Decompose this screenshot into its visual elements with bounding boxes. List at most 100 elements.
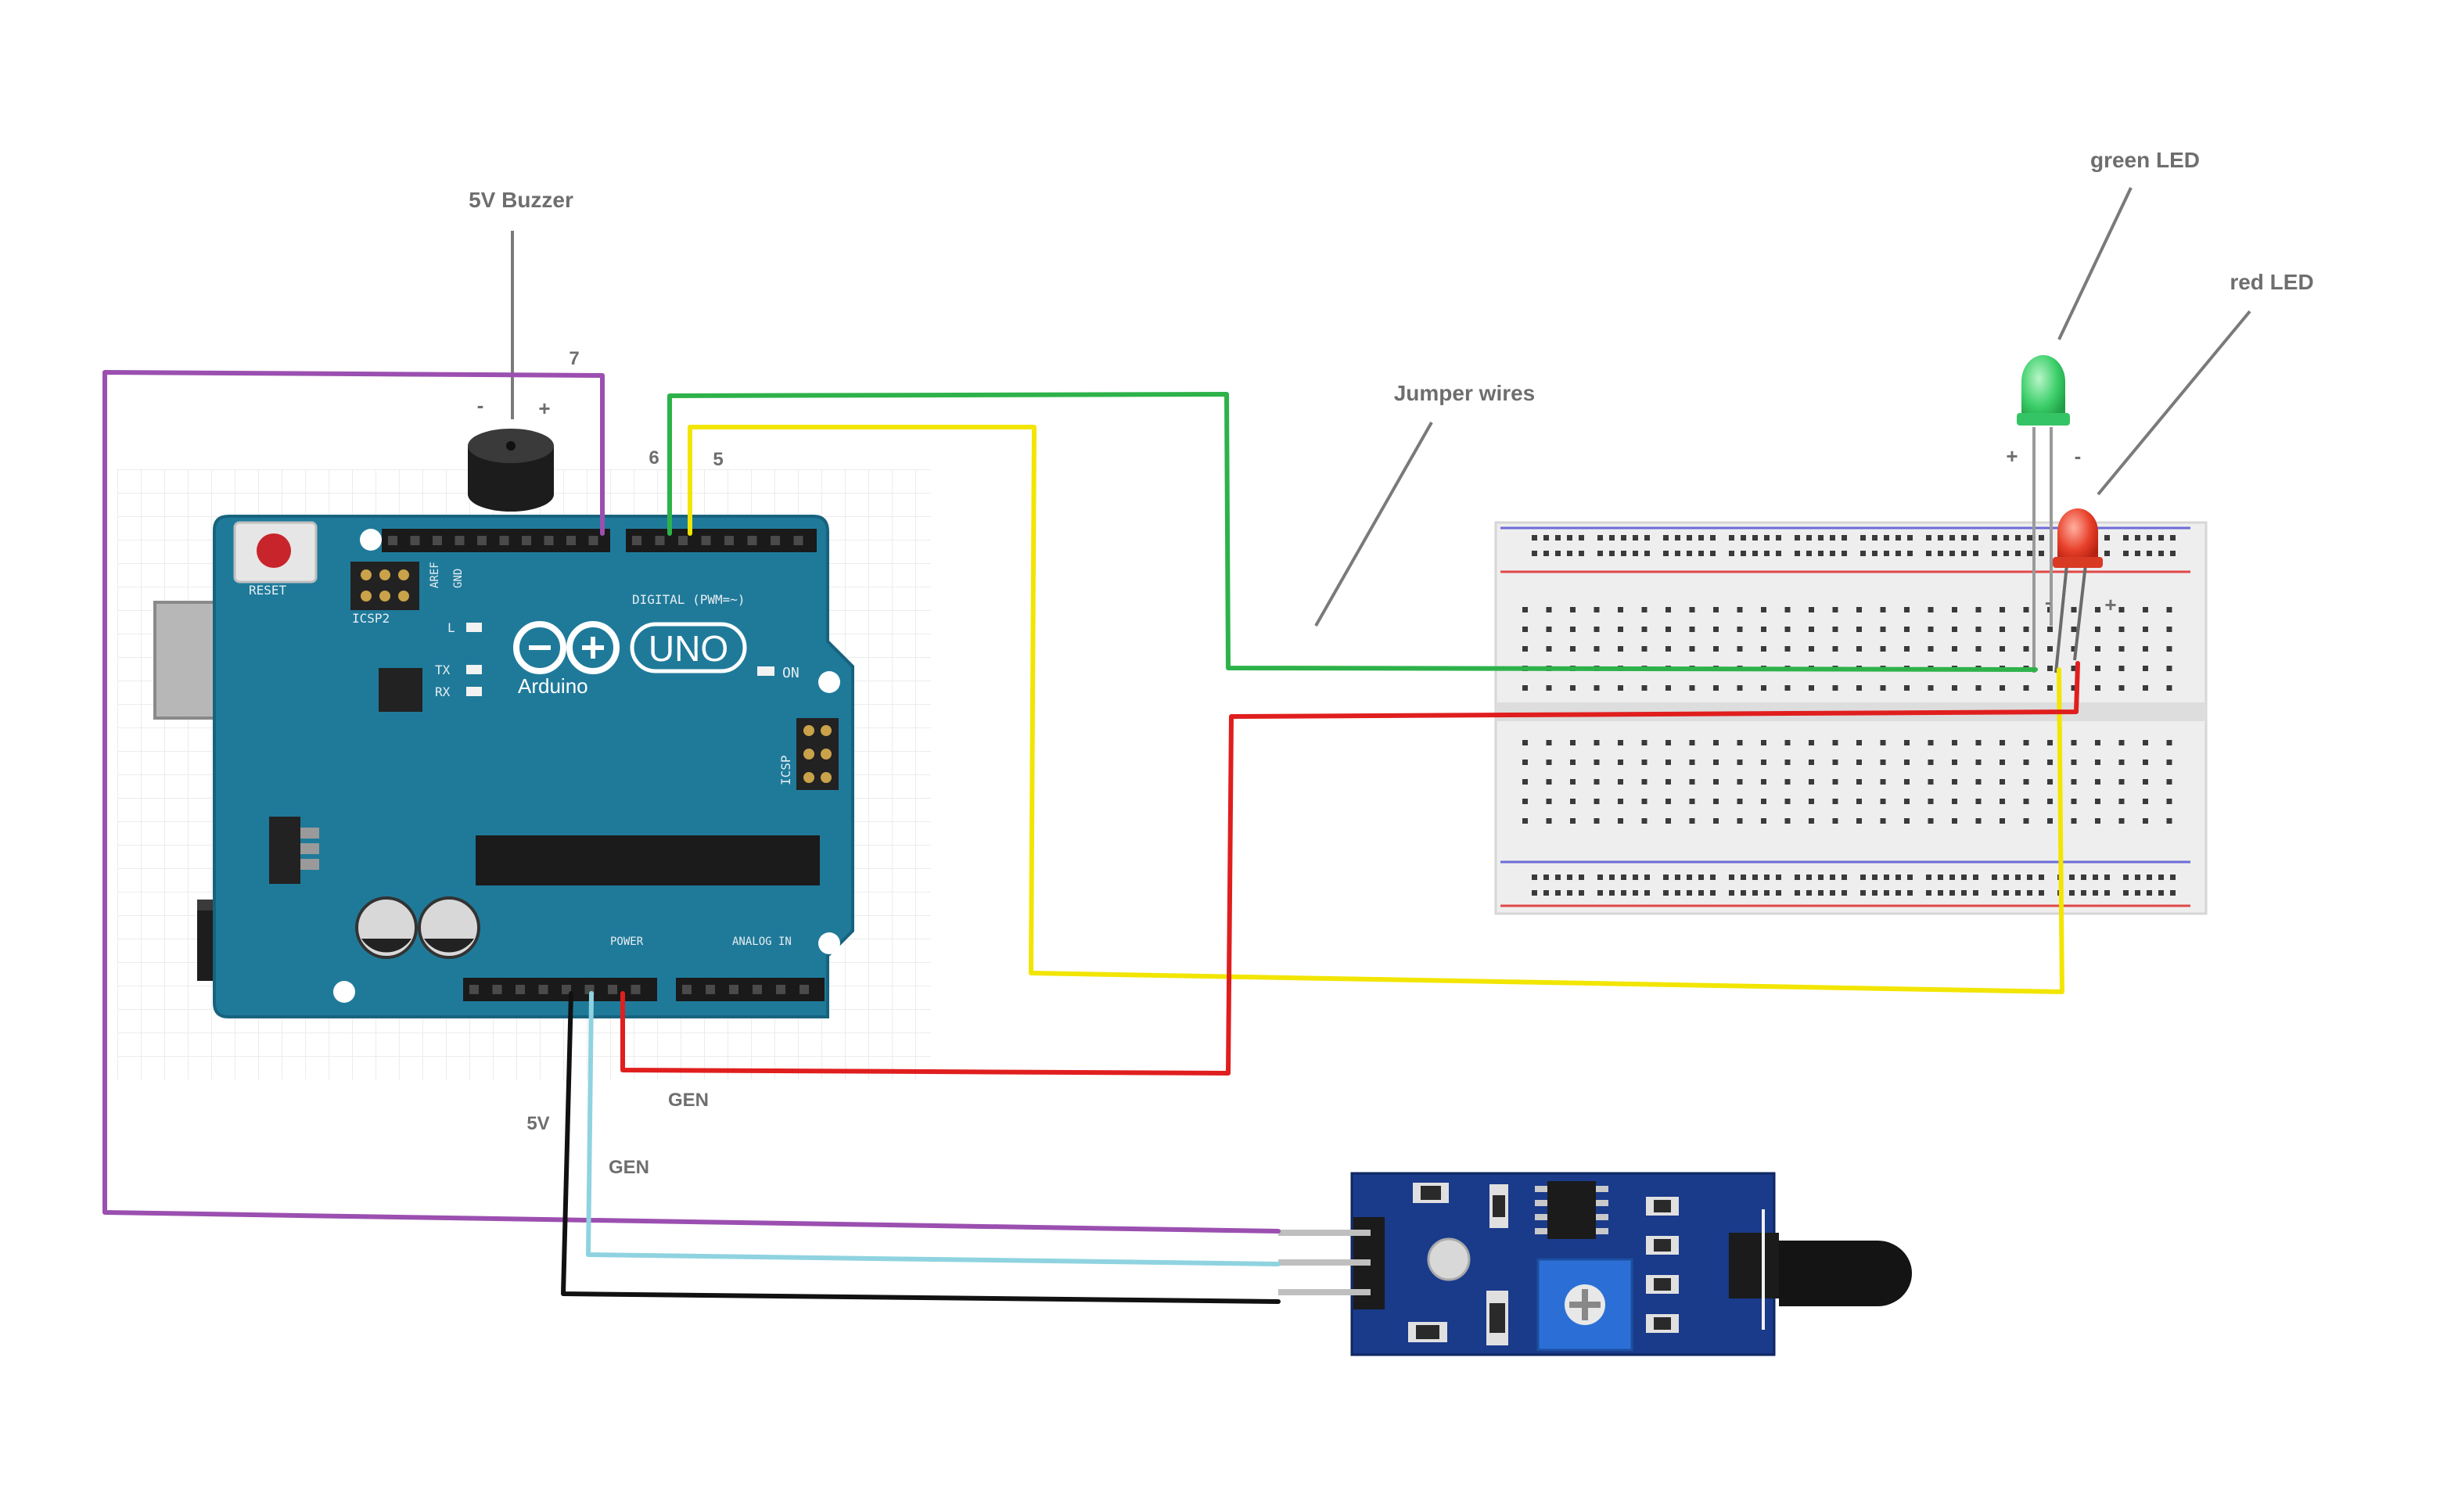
- breadboard-hole: [1737, 760, 1743, 765]
- breadboard-hole: [2003, 551, 2009, 556]
- breadboard-hole: [1594, 779, 1600, 785]
- breadboard-hole: [1665, 740, 1671, 745]
- breadboard-hole: [1665, 646, 1671, 652]
- breadboard-hole: [1633, 551, 1638, 556]
- breadboard-hole: [1973, 890, 1978, 896]
- breadboard-hole: [1784, 760, 1791, 765]
- breadboard-hole: [1949, 535, 1955, 541]
- breadboard-hole: [1842, 890, 1847, 896]
- breadboard-hole: [1842, 875, 1847, 880]
- breadboard-hole: [1713, 799, 1719, 804]
- breadboard-hole: [1880, 799, 1886, 804]
- breadboard-hole: [1618, 607, 1623, 612]
- breadboard-hole: [1856, 799, 1862, 804]
- reset-button[interactable]: [233, 521, 318, 584]
- breadboard-hole: [2071, 740, 2077, 745]
- breadboard-hole: [1952, 607, 1957, 612]
- header-pin: [492, 985, 502, 994]
- icsp-label: ICSP: [778, 755, 793, 785]
- breadboard-hole: [2170, 551, 2176, 556]
- header-pin: [522, 536, 531, 545]
- breadboard-hole: [1809, 685, 1814, 691]
- breadboard-hole: [2047, 646, 2053, 652]
- breadboard-hole: [2166, 760, 2172, 765]
- breadboard-hole: [1992, 890, 1997, 896]
- breadboard-hole: [1764, 551, 1770, 556]
- breadboard-hole: [1884, 551, 1889, 556]
- breadboard-hole: [2143, 740, 2148, 745]
- breadboard-hole: [2166, 627, 2172, 632]
- breadboard-hole: [1522, 779, 1528, 785]
- breadboard-hole: [1784, 646, 1791, 652]
- breadboard-hole: [1665, 760, 1671, 765]
- breadboard-hole: [1609, 875, 1615, 880]
- breadboard-hole: [2047, 666, 2053, 671]
- breadboard-hole: [1795, 875, 1800, 880]
- breadboard-hole: [1880, 779, 1886, 785]
- icsp2-label: ICSP2: [352, 611, 390, 626]
- breadboard-hole: [2095, 799, 2100, 804]
- breadboard-hole: [1644, 875, 1650, 880]
- breadboard-hole: [1809, 760, 1814, 765]
- breadboard-hole: [1784, 627, 1791, 632]
- breadboard-hole: [2135, 535, 2140, 541]
- breadboard-hole: [1952, 799, 1957, 804]
- breadboard-hole: [2170, 875, 2176, 880]
- breadboard-hole: [1784, 740, 1791, 745]
- breadboard-hole: [1776, 890, 1781, 896]
- breadboard-hole: [1698, 890, 1704, 896]
- breadboard-hole: [2071, 799, 2077, 804]
- breadboard-hole: [1567, 875, 1572, 880]
- breadboard-hole: [1856, 760, 1862, 765]
- breadboard-hole: [1761, 646, 1766, 652]
- breadboard-hole: [1689, 646, 1695, 652]
- breadboard-hole: [1928, 685, 1934, 691]
- breadboard-hole: [2104, 875, 2110, 880]
- breadboard-hole: [1663, 551, 1669, 556]
- breadboard-hole: [1904, 779, 1910, 785]
- breadboard-hole: [1675, 890, 1680, 896]
- breadboard-hole: [1532, 535, 1537, 541]
- breadboard-hole: [1784, 685, 1791, 691]
- breadboard-minus-label: -: [2045, 592, 2051, 613]
- uno-label: UNO: [649, 628, 728, 669]
- breadboard-hole: [1752, 890, 1758, 896]
- header-pin: [701, 536, 711, 545]
- breadboard-hole: [2095, 740, 2100, 745]
- breadboard-hole: [2095, 627, 2100, 632]
- breadboard-hole: [1795, 551, 1800, 556]
- breadboard-hole: [1975, 740, 1982, 745]
- breadboard-hole: [2003, 535, 2009, 541]
- header-pin: [793, 536, 803, 545]
- breadboard-hole: [1698, 551, 1704, 556]
- breadboard-hole: [1949, 875, 1955, 880]
- breadboard-hole: [1776, 551, 1781, 556]
- potentiometer[interactable]: [1536, 1258, 1633, 1352]
- breadboard-hole: [1949, 551, 1955, 556]
- breadboard-hole: [1806, 890, 1812, 896]
- breadboard-hole: [1594, 799, 1600, 804]
- breadboard-hole: [1884, 875, 1889, 880]
- ir-led: [1779, 1241, 1912, 1306]
- header-pin: [410, 536, 420, 545]
- breadboard-hole: [1698, 535, 1704, 541]
- breadboard-hole: [2015, 551, 2021, 556]
- header-pin: [753, 985, 762, 994]
- breadboard-hole: [2158, 890, 2164, 896]
- breadboard-hole: [1618, 779, 1623, 785]
- breadboard-hole: [2158, 551, 2164, 556]
- breadboard-hole: [1641, 627, 1648, 632]
- breadboard-hole: [1737, 779, 1743, 785]
- header-pin: [544, 536, 554, 545]
- breadboard-hole: [1992, 551, 1997, 556]
- red-wire: [620, 661, 2080, 1076]
- breadboard-hole: [1546, 627, 1552, 632]
- breadboard-hole: [1675, 535, 1680, 541]
- breadboard-hole: [2123, 551, 2129, 556]
- breadboard-hole: [1729, 890, 1734, 896]
- breadboard-hole: [1543, 875, 1549, 880]
- breadboard-hole: [1555, 535, 1561, 541]
- breadboard-hole: [2000, 760, 2005, 765]
- breadboard-hole: [1687, 875, 1692, 880]
- header-pin: [455, 536, 465, 545]
